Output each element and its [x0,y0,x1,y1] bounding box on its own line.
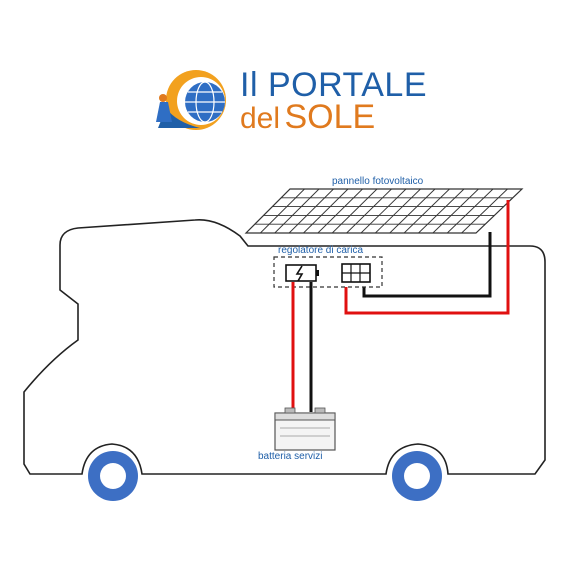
panel-grid-line [389,188,436,234]
panel-grid-line [446,188,494,234]
panel-grid-line [303,188,349,234]
panel-grid-line [360,188,407,234]
logo-word-del: del [240,102,281,135]
panel-wire-positive [344,200,510,315]
panel-grid-line [403,188,450,234]
logo-subtitle: del SOLE [240,100,375,134]
battery-icon [274,407,336,451]
panel-grid-line [317,188,363,234]
panel-grid-line [375,188,421,234]
logo-sun-globe-icon [156,70,226,130]
wheel-icon [88,451,138,501]
battery-label: batteria servizi [258,451,323,462]
panel-grid-line [260,188,305,234]
charge-controller-icon [285,264,319,282]
regulator-label: regolatore di carica [278,245,364,256]
solar-panel-array [244,188,524,234]
camper-body-outline [23,219,546,475]
panel-grid-line [461,188,508,234]
logo-title: Il PORTALE [240,66,428,104]
panel-grid-line [288,188,334,234]
panel-grid-line [346,188,392,234]
solar-panel-icon [341,263,371,283]
panel-grid-line [274,188,320,234]
panel-wire-negative [362,232,492,298]
panel-grid-line [331,188,378,234]
logo-word-sole: SOLE [284,98,376,136]
panel-label: pannello fotovoltaico [332,176,424,187]
wheel-icon [392,451,442,501]
panel-grid-line [432,188,479,234]
panel-grid-line [418,188,465,234]
